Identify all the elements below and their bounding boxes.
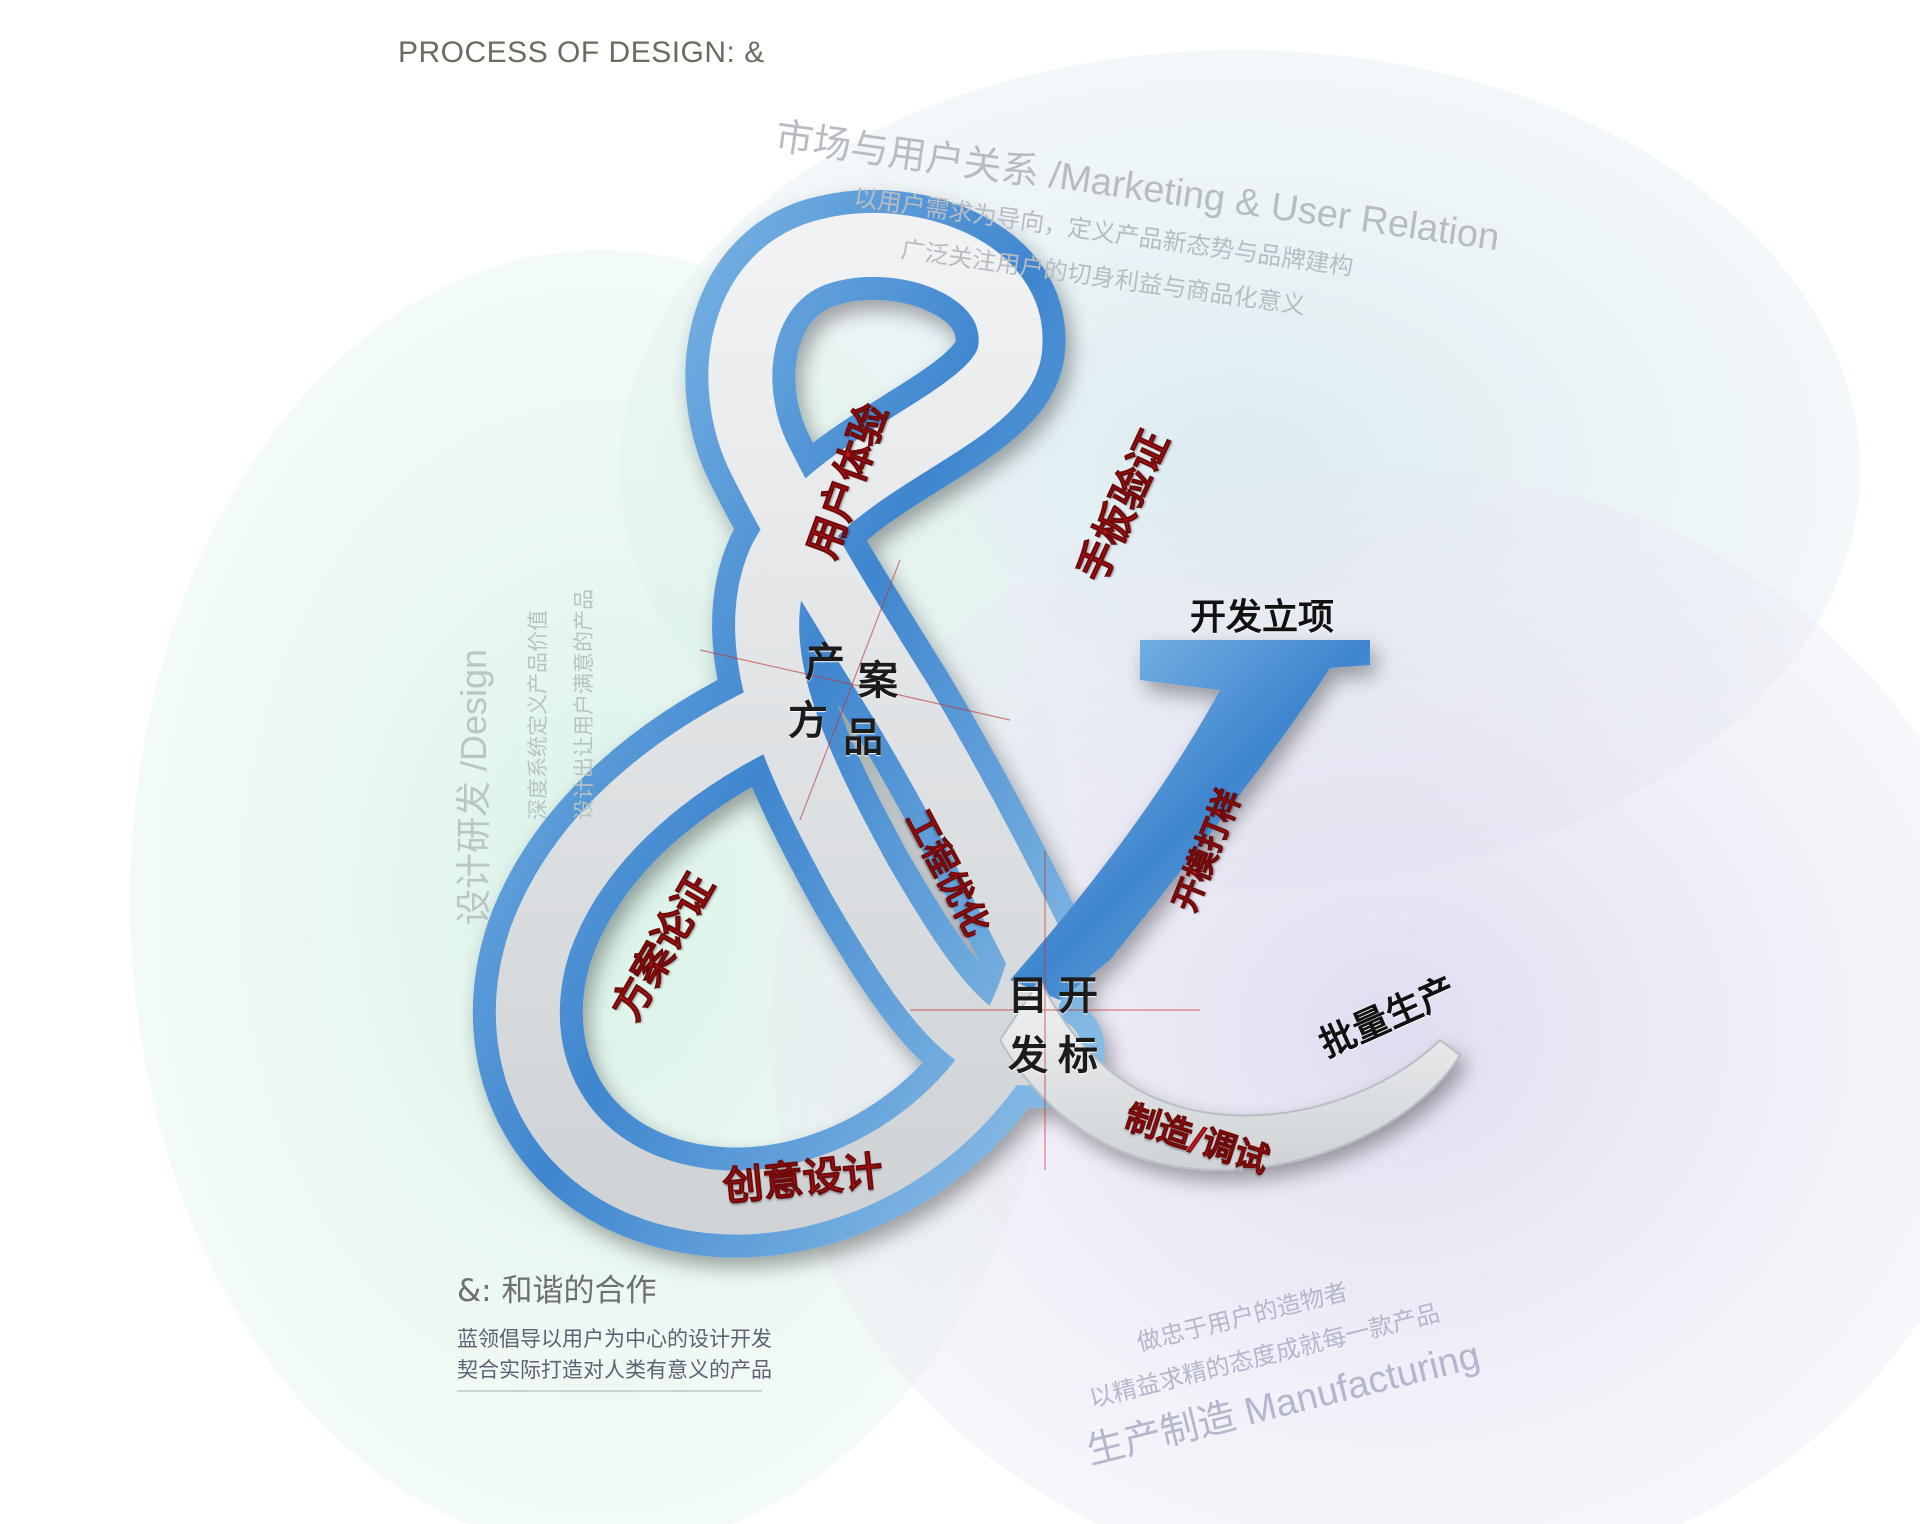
harmony-title: &: 和谐的合作 — [457, 1273, 657, 1309]
stage-project-start: 开发立项 — [1190, 597, 1335, 638]
crossing-project-launch-2: 开 — [1058, 973, 1098, 1019]
ampersand-road — [495, 212, 1082, 1235]
crossing-product-scheme-3: 方 — [788, 698, 828, 744]
crossing-project-launch-3: 发 — [1008, 1033, 1048, 1079]
design-lines: 深度系统定义产品价值 设计出让用户满意的产品 — [515, 589, 607, 820]
crossing-product-scheme-4: 品 — [843, 715, 883, 761]
design-line-2: 设计出让用户满意的产品 — [572, 589, 596, 820]
harmony-line-2: 契合实际打造对人类有意义的产品 — [457, 1358, 772, 1382]
ampersand-tail — [998, 978, 1462, 1172]
ampersand-right-stroke — [1010, 640, 1370, 1000]
manufacturing-circle — [770, 470, 1920, 1524]
page-title: PROCESS OF DESIGN: & — [398, 36, 765, 69]
crossing-product-scheme-2: 案 — [858, 658, 898, 704]
crossing-product-scheme-1: 产 — [805, 640, 845, 686]
harmony-divider — [457, 1390, 762, 1392]
design-title: 设计研发 /Design — [453, 648, 494, 925]
design-block: 设计研发 /Design — [445, 649, 497, 925]
crossing-project-launch-1: 目 — [1008, 973, 1048, 1019]
harmony-line-1: 蓝领倡导以用户为中心的设计开发 — [457, 1327, 772, 1351]
ampersand-figure — [472, 189, 1462, 1258]
crossing-project-launch-4: 标 — [1058, 1033, 1098, 1079]
crossing-flares — [699, 559, 1200, 1170]
design-line-1: 深度系统定义产品价值 — [526, 610, 550, 820]
